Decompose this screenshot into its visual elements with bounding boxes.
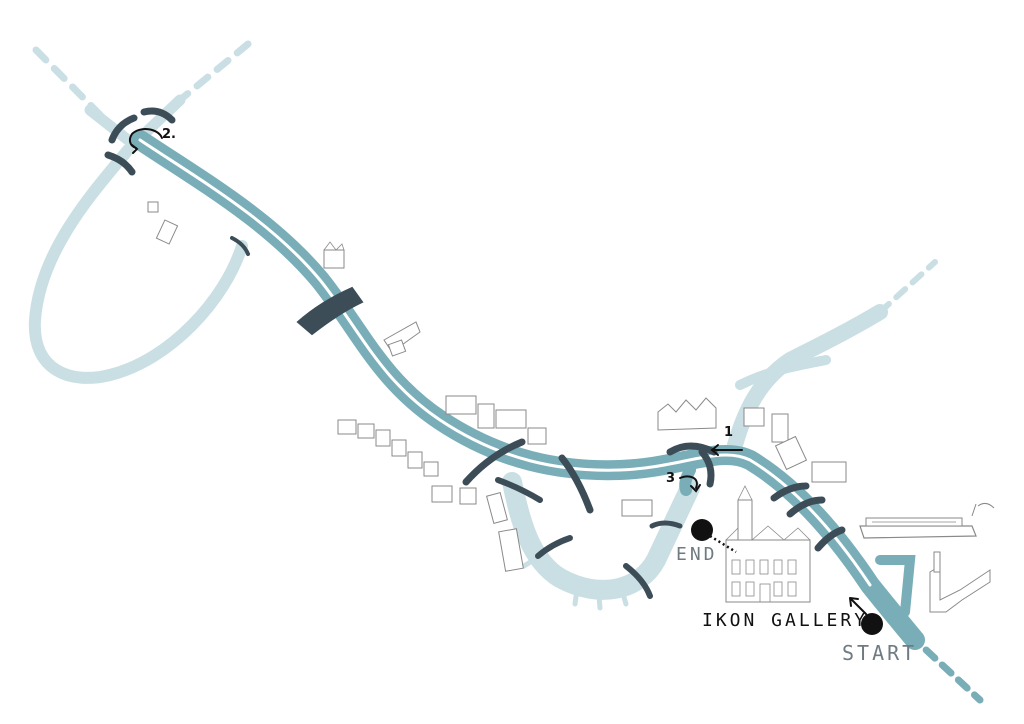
building-sketch-row-center: [445, 395, 547, 445]
bridge-right-3: [814, 526, 846, 552]
bridge-right-2: [786, 496, 826, 518]
canal-start-spur: [875, 555, 916, 617]
building-sketch-small: [621, 499, 653, 517]
turn-1-label: 1: [724, 425, 733, 440]
bridges: [104, 107, 846, 599]
bridge-junction-2: [698, 448, 715, 488]
canal-connector: [679, 464, 696, 496]
narrowboat-icon: [859, 502, 995, 539]
bridge-lower-1: [535, 535, 573, 559]
bridge-mid-3: [495, 477, 543, 503]
turn-3-label: 3: [666, 471, 675, 486]
sketch-buildings: [147, 201, 991, 613]
bridge-left-loop: [230, 236, 250, 256]
start-arrow-icon: [849, 597, 867, 615]
bridge-right-1: [770, 482, 810, 502]
building-sketch-row-left: [337, 419, 477, 505]
end-marker: [691, 519, 737, 554]
turn-3-arrowhead-icon: [690, 484, 701, 493]
turn-2-label: 2.: [162, 127, 176, 142]
start-label: START: [842, 641, 917, 665]
canal-upper-right-branch: [735, 355, 831, 390]
canal-ne-dashes: [176, 40, 252, 104]
bridge-wide: [296, 286, 364, 336]
bridge-top-1: [108, 114, 138, 144]
turn-2-arrowhead-icon: [131, 144, 139, 154]
gallery-label: IKON GALLERY: [702, 610, 868, 631]
end-label: END: [676, 544, 718, 565]
canal-se-dashes: [906, 631, 984, 704]
canal-ne-arm: [134, 94, 186, 144]
canal-nw-dashes: [32, 46, 124, 139]
canal-ne-right-dashes: [877, 259, 938, 315]
bridge-lower-3: [649, 520, 683, 529]
ikon-gallery-building-icon: [725, 485, 811, 603]
building-sketch-mid: [383, 321, 421, 357]
side-canals: [28, 40, 984, 704]
building-sketch-row-right: [657, 397, 847, 483]
turn-3-arrow-icon: [679, 475, 698, 489]
canal-left-loop: [28, 144, 248, 384]
end-dot-icon: [691, 519, 713, 541]
bridge-lower-2: [623, 563, 653, 599]
bridge-mid-1: [462, 438, 526, 486]
building-sketch-nw: [147, 201, 179, 245]
lower-loop-teeth: [521, 553, 629, 611]
building-sketch-factory: [929, 551, 991, 613]
start-dot-icon: [861, 613, 883, 635]
start-marker: [849, 597, 883, 635]
bridge-junction-1: [666, 442, 718, 456]
canal-top-stub: [84, 104, 134, 146]
turn-markers: [128, 128, 743, 493]
building-sketch-upper: [323, 241, 345, 269]
bridge-mid-2: [558, 454, 594, 514]
turn-1-arrowhead-icon: [710, 444, 719, 456]
building-sketch-lower-left: [486, 492, 524, 572]
bridge-top-3: [104, 151, 136, 176]
end-dotted-connector: [709, 534, 737, 554]
bridge-top-2: [140, 107, 176, 124]
